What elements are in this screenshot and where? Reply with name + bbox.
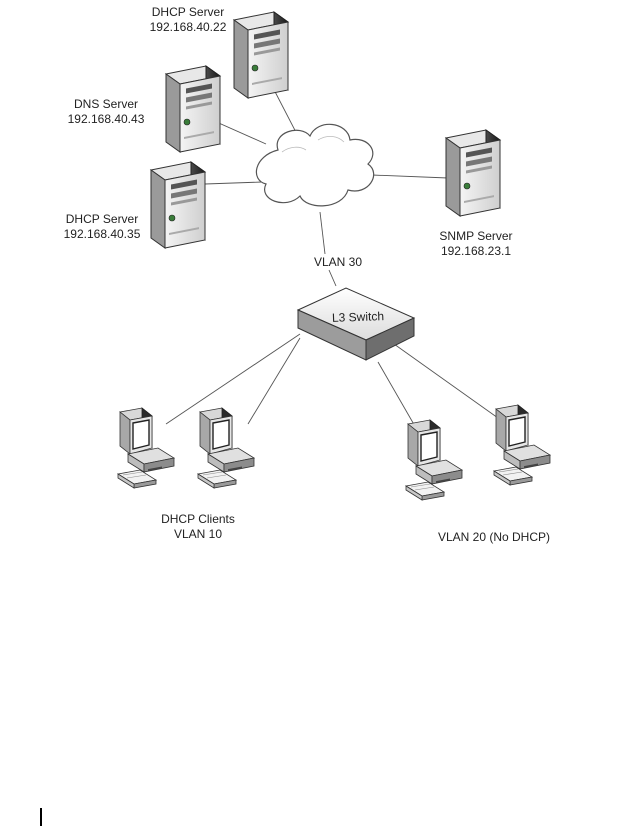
node-name: DHCP Server bbox=[65, 212, 139, 226]
switch-name: L3 Switch bbox=[331, 309, 385, 325]
link-switch-vlan20-2 bbox=[393, 343, 513, 429]
node-name: DNS Server bbox=[73, 97, 138, 111]
page-margin-marker bbox=[40, 808, 42, 826]
link-dns-cloud bbox=[211, 119, 267, 145]
server-icon bbox=[165, 65, 221, 153]
node-ip: 192.168.40.35 bbox=[63, 227, 141, 241]
label-dhcp-clients: DHCP Clients VLAN 10 bbox=[150, 512, 246, 542]
workstation-icon bbox=[117, 407, 175, 489]
node-ip: 192.168.40.22 bbox=[149, 20, 227, 34]
workstation-icon bbox=[493, 404, 551, 486]
server-icon bbox=[150, 161, 206, 249]
server-icon bbox=[233, 11, 289, 99]
connections bbox=[165, 81, 513, 429]
workstation-icon bbox=[197, 407, 255, 489]
link-switch-client2 bbox=[247, 337, 301, 425]
label-l3-switch: L3 Switch bbox=[322, 309, 394, 327]
server-icon bbox=[445, 129, 501, 217]
node-ip: 192.168.23.1 bbox=[440, 244, 512, 258]
switch-icon bbox=[296, 287, 416, 361]
link-switch-vlan20-1 bbox=[377, 361, 417, 429]
link-cloud-vlan30 bbox=[319, 211, 326, 255]
label-snmp-server: SNMP Server 192.168.23.1 bbox=[430, 229, 522, 259]
group-vlan: VLAN 10 bbox=[173, 527, 223, 541]
link-vlan30-switch bbox=[328, 269, 337, 287]
node-ip: 192.168.40.43 bbox=[67, 112, 145, 126]
label-vlan30: VLAN 30 bbox=[300, 255, 376, 270]
cloud-icon bbox=[255, 123, 375, 207]
node-name: SNMP Server bbox=[439, 229, 513, 243]
link-cloud-snmp bbox=[371, 174, 449, 179]
label-dns-server: DNS Server 192.168.40.43 bbox=[60, 97, 152, 127]
workstation-icon bbox=[405, 419, 463, 501]
label-dhcp-server-top: DHCP Server 192.168.40.22 bbox=[142, 5, 234, 35]
link-dhcp-left-cloud bbox=[204, 181, 263, 185]
node-name: DHCP Server bbox=[151, 5, 225, 19]
label-dhcp-server-left: DHCP Server 192.168.40.35 bbox=[56, 212, 148, 242]
link-name: VLAN 30 bbox=[313, 255, 363, 269]
group-name: VLAN 20 (No DHCP) bbox=[437, 530, 551, 544]
group-name: DHCP Clients bbox=[161, 512, 235, 526]
link-switch-client1 bbox=[165, 333, 301, 425]
label-vlan20: VLAN 20 (No DHCP) bbox=[426, 530, 562, 545]
